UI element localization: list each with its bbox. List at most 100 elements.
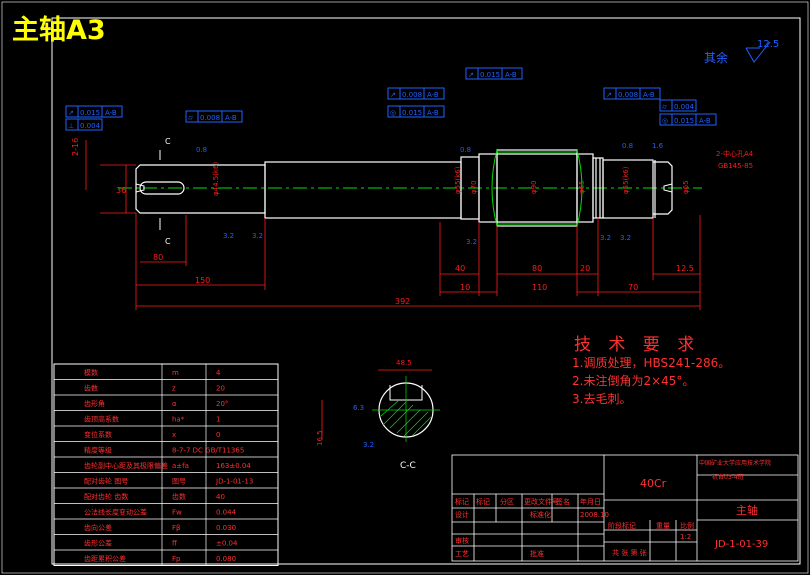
dim-center-hole: 2-中心孔A4 [716, 149, 754, 158]
title-block [451, 454, 799, 562]
roughness-mark: 0.8 [622, 142, 633, 150]
roughness-mark: 3.2 [600, 234, 611, 242]
section-width: 48.5 [396, 359, 412, 367]
tolerance-symbol-icon: ⌭ [188, 114, 193, 122]
shaft-outline [135, 149, 673, 227]
tb-scale: 1:2 [680, 533, 691, 541]
gear-table-cell: 40 [216, 493, 225, 501]
gear-table-cell: 8-7-7 DC GB/T11365 [172, 447, 244, 455]
surface-note-label: 其余 [704, 50, 728, 65]
gear-table-cell: 变位系数 [84, 430, 112, 439]
tolerance-symbol-icon: ⊥ [68, 122, 74, 130]
gear-table-cell: 0.044 [216, 509, 237, 517]
tb-hdr-6: 年月日 [580, 497, 601, 506]
tb-date: 2008.10 [580, 511, 609, 519]
tech-requirement-item: 3.去毛刺。 [572, 392, 632, 406]
gear-table-cell: α [172, 400, 177, 408]
section-key-depth: 16.5 [316, 430, 324, 446]
dim-10: 10 [460, 283, 470, 292]
tolerance-symbol-icon: ↗ [468, 71, 474, 79]
gear-table-cell: 精度等级 [84, 446, 112, 455]
tolerance-value: 0.015 [402, 109, 422, 117]
tb-stage: 阶段标记 [608, 521, 636, 530]
roughness-mark: 3.2 [620, 234, 631, 242]
tolerance-value: 0.008 [200, 114, 220, 122]
gear-table-cell: ha* [172, 416, 185, 424]
title-block-texts: 40Cr 中国矿业大学应用技术学院 机自03-4班 主轴 JD-1-01-39 … [455, 459, 771, 558]
tolerance-frame: ⌭ 0.004 [659, 99, 697, 112]
tech-requirements-heading: 技 术 要 求 [574, 335, 701, 355]
roughness-symbol-icon [745, 41, 771, 63]
gear-table-cell: z [172, 385, 176, 393]
dim-shaft3: φ55(k6) [622, 166, 630, 194]
tb-ratio: 比例 [680, 521, 694, 530]
gear-table-cell: Fp [172, 555, 181, 563]
tolerance-value: 0.008 [618, 91, 638, 99]
tolerance-symbol-icon: ↗ [390, 91, 396, 99]
tb-weight: 重量 [656, 522, 670, 530]
gear-table-cell: 齿轮副中心距及其极限偏差 [84, 461, 168, 470]
tolerance-value: 0.004 [674, 103, 695, 111]
roughness-mark: 3.2 [223, 232, 234, 240]
center-holes [135, 183, 673, 193]
gear-table-cell: 模数 [84, 368, 98, 377]
dim-overall: 392 [395, 297, 410, 306]
section-marker-c1: C [165, 137, 171, 146]
tolerance-value: 0.015 [80, 109, 100, 117]
roughness-mark: 0.8 [196, 146, 207, 154]
dim-center-hole-std: GB145-85 [718, 162, 753, 170]
gear-table-cell: 163±0.04 [216, 462, 251, 470]
tb-audit: 审核 [455, 536, 469, 545]
dim-20: 20 [580, 264, 590, 273]
gear-table-cell: ff [172, 540, 177, 548]
dim-shaft1: φ44.5(k6) [212, 162, 220, 196]
gear-table-cell: m [172, 369, 179, 377]
section-r2: 6.3 [353, 404, 364, 412]
tb-material: 40Cr [640, 477, 667, 490]
drawing-title: 主轴A3 [12, 15, 106, 46]
gear-table-cell: 0.030 [216, 524, 236, 532]
tolerance-datum: A-B [643, 91, 655, 99]
gear-table-cell: Fβ [172, 524, 181, 532]
section-markers: C C [159, 137, 171, 246]
tb-design: 设计 [455, 510, 469, 519]
tb-hdr-3: 分区 [500, 497, 514, 506]
tb-hdr-4: 更改文件号 [524, 497, 559, 506]
tb-school: 中国矿业大学应用技术学院 [699, 459, 771, 467]
gear-table-cell: 齿数 [84, 384, 98, 393]
dimension-lines [85, 140, 701, 310]
gear-table-cell: ±0.04 [216, 540, 238, 548]
surface-note-roughness: 12.5 [757, 39, 779, 50]
gear-table-cell: 0.080 [216, 555, 236, 563]
gear-table-cell: 1 [216, 416, 220, 424]
roughness-mark: 0.8 [460, 146, 471, 154]
tolerance-datum: A-B [505, 71, 517, 79]
tb-approve: 批准 [530, 549, 544, 558]
gear-table-cell: 齿数 [172, 492, 186, 501]
gear-table-cell: 20 [216, 385, 225, 393]
dim-70-dia: φ70 [470, 180, 478, 194]
dim-40: 40 [455, 264, 465, 273]
tb-process: 工艺 [455, 550, 469, 558]
tolerance-symbol-icon: ↗ [68, 109, 74, 117]
section-label: C-C [400, 461, 416, 471]
roughness-mark: 3.2 [466, 238, 477, 246]
gear-table-cell: 配对齿轮 齿数 [84, 492, 128, 501]
tb-drawing-no: JD-1-01-39 [714, 539, 768, 550]
tolerance-value: 0.004 [80, 122, 101, 130]
roughness-mark: 3.2 [252, 232, 263, 240]
gear-table-cell: 齿形角 [84, 399, 105, 408]
tolerance-symbol-icon: ⌭ [662, 103, 667, 111]
gear-table-cell: x [172, 431, 176, 439]
dim-shaft2: φ55(k6) [454, 166, 462, 194]
gear-table-cell: 0 [216, 431, 220, 439]
tb-hdr-1: 标记 [455, 497, 469, 506]
gear-table-cell: 4 [216, 369, 221, 377]
